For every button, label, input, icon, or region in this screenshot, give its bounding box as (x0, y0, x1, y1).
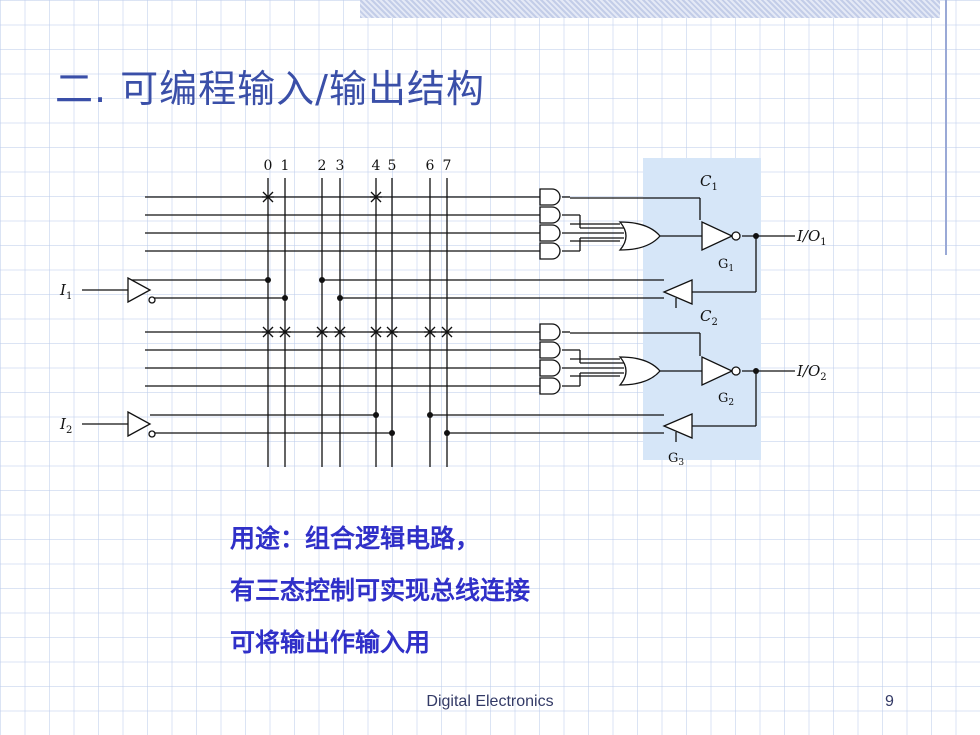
column-label: 2 (318, 158, 327, 174)
input-label-i2: I2 (59, 415, 72, 436)
gate-label-g2: G2 (718, 391, 734, 408)
slide-title: 二. 可编程输入/输出结构 (55, 67, 485, 111)
control-label-c2: C2 (700, 307, 718, 328)
tristate-output-buffer-g1 (701, 220, 734, 252)
column-label: 7 (443, 158, 452, 174)
input-label-i1: I1 (59, 281, 72, 302)
page-number: 9 (885, 693, 894, 710)
right-vertical-rule (945, 0, 947, 255)
io-highlight-region (643, 158, 761, 460)
footer-course-name: Digital Electronics (426, 693, 554, 710)
input-buffer-2 (127, 410, 152, 438)
column-label: 0 (264, 158, 273, 174)
bullet-usage: 用途：组合逻辑电路， (230, 524, 481, 553)
feedback-buffer-g3 (662, 413, 693, 439)
column-label: 3 (336, 158, 345, 174)
input-buffer-1 (127, 276, 152, 304)
io-label-1: I/O1 (796, 227, 827, 248)
control-label-c1: C1 (700, 172, 718, 193)
tristate-output-buffer-g2 (701, 355, 734, 387)
column-label: 6 (426, 158, 435, 174)
top-decorative-band (360, 0, 940, 18)
column-label: 5 (388, 158, 397, 174)
gate-label-g3: G3 (668, 451, 684, 468)
bullet-feedback: 可将输出作输入用 (230, 628, 431, 657)
io-label-2: I/O2 (796, 362, 827, 383)
bullet-tristate: 有三态控制可实现总线连接 (230, 576, 531, 605)
and-gate-array-upper (539, 188, 561, 260)
and-gate-array-lower (539, 323, 561, 395)
bullet-list: 用途：组合逻辑电路， 有三态控制可实现总线连接 可将输出作输入用 (230, 524, 530, 680)
or-gate-lower (618, 356, 661, 386)
feedback-buffer-upper (662, 279, 693, 305)
column-label: 1 (281, 158, 290, 174)
column-label: 4 (372, 158, 381, 174)
or-gate-upper (618, 221, 661, 251)
gate-label-g1: G1 (718, 257, 734, 274)
